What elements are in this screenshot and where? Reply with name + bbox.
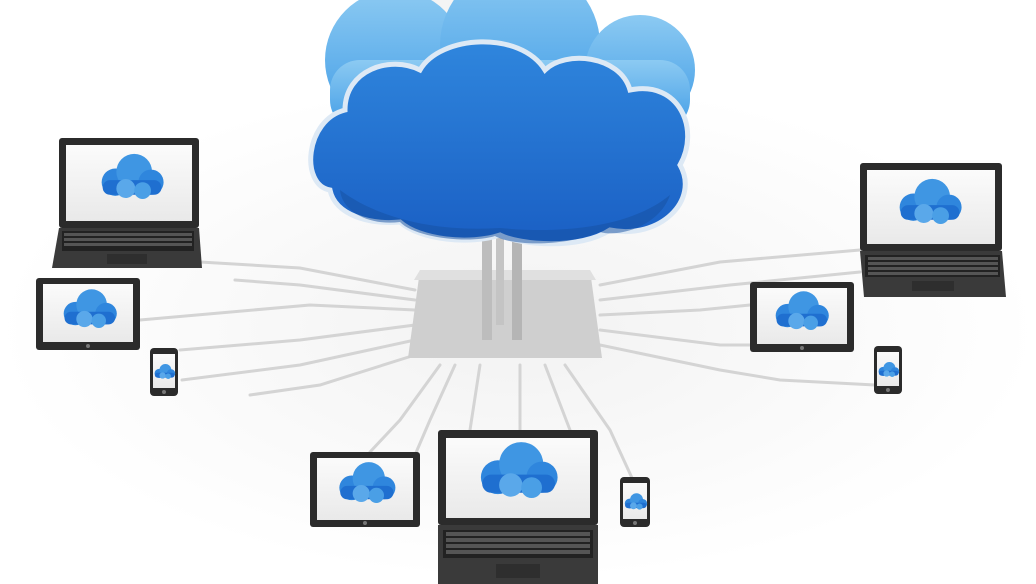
- hub-icon: [408, 230, 602, 358]
- wire: [543, 363, 572, 432]
- wire: [598, 248, 862, 287]
- network-wires: [138, 248, 877, 480]
- tablet-icon: [310, 452, 420, 527]
- tablet-icon: [750, 282, 854, 352]
- phone-right: [874, 346, 902, 394]
- wire: [178, 323, 417, 352]
- wire: [468, 363, 482, 432]
- laptop-icon: [52, 138, 202, 268]
- laptop-bottom: [438, 430, 598, 584]
- wire: [563, 363, 634, 480]
- phone-icon: [150, 348, 178, 396]
- wire: [598, 303, 752, 317]
- phone-icon: [620, 477, 650, 527]
- wire: [180, 338, 417, 382]
- wire: [598, 270, 862, 302]
- phone-icon: [874, 346, 902, 394]
- tablet-left: [36, 278, 140, 350]
- wire: [233, 278, 417, 302]
- laptop-top-left: [52, 138, 202, 268]
- tablet-icon: [36, 278, 140, 350]
- cloud-icon: [308, 0, 695, 247]
- laptop-icon: [860, 163, 1006, 297]
- tablet-bottom: [310, 452, 420, 527]
- phone-left: [150, 348, 178, 396]
- wire: [248, 353, 417, 397]
- wire: [368, 363, 442, 454]
- wire: [598, 328, 754, 347]
- tablet-right: [750, 282, 854, 352]
- phone-bottom: [620, 477, 650, 527]
- laptop-icon: [438, 430, 598, 584]
- laptop-right: [860, 163, 1006, 297]
- wire: [413, 363, 457, 457]
- wire: [598, 343, 877, 387]
- wire: [138, 303, 417, 322]
- wire: [198, 260, 417, 292]
